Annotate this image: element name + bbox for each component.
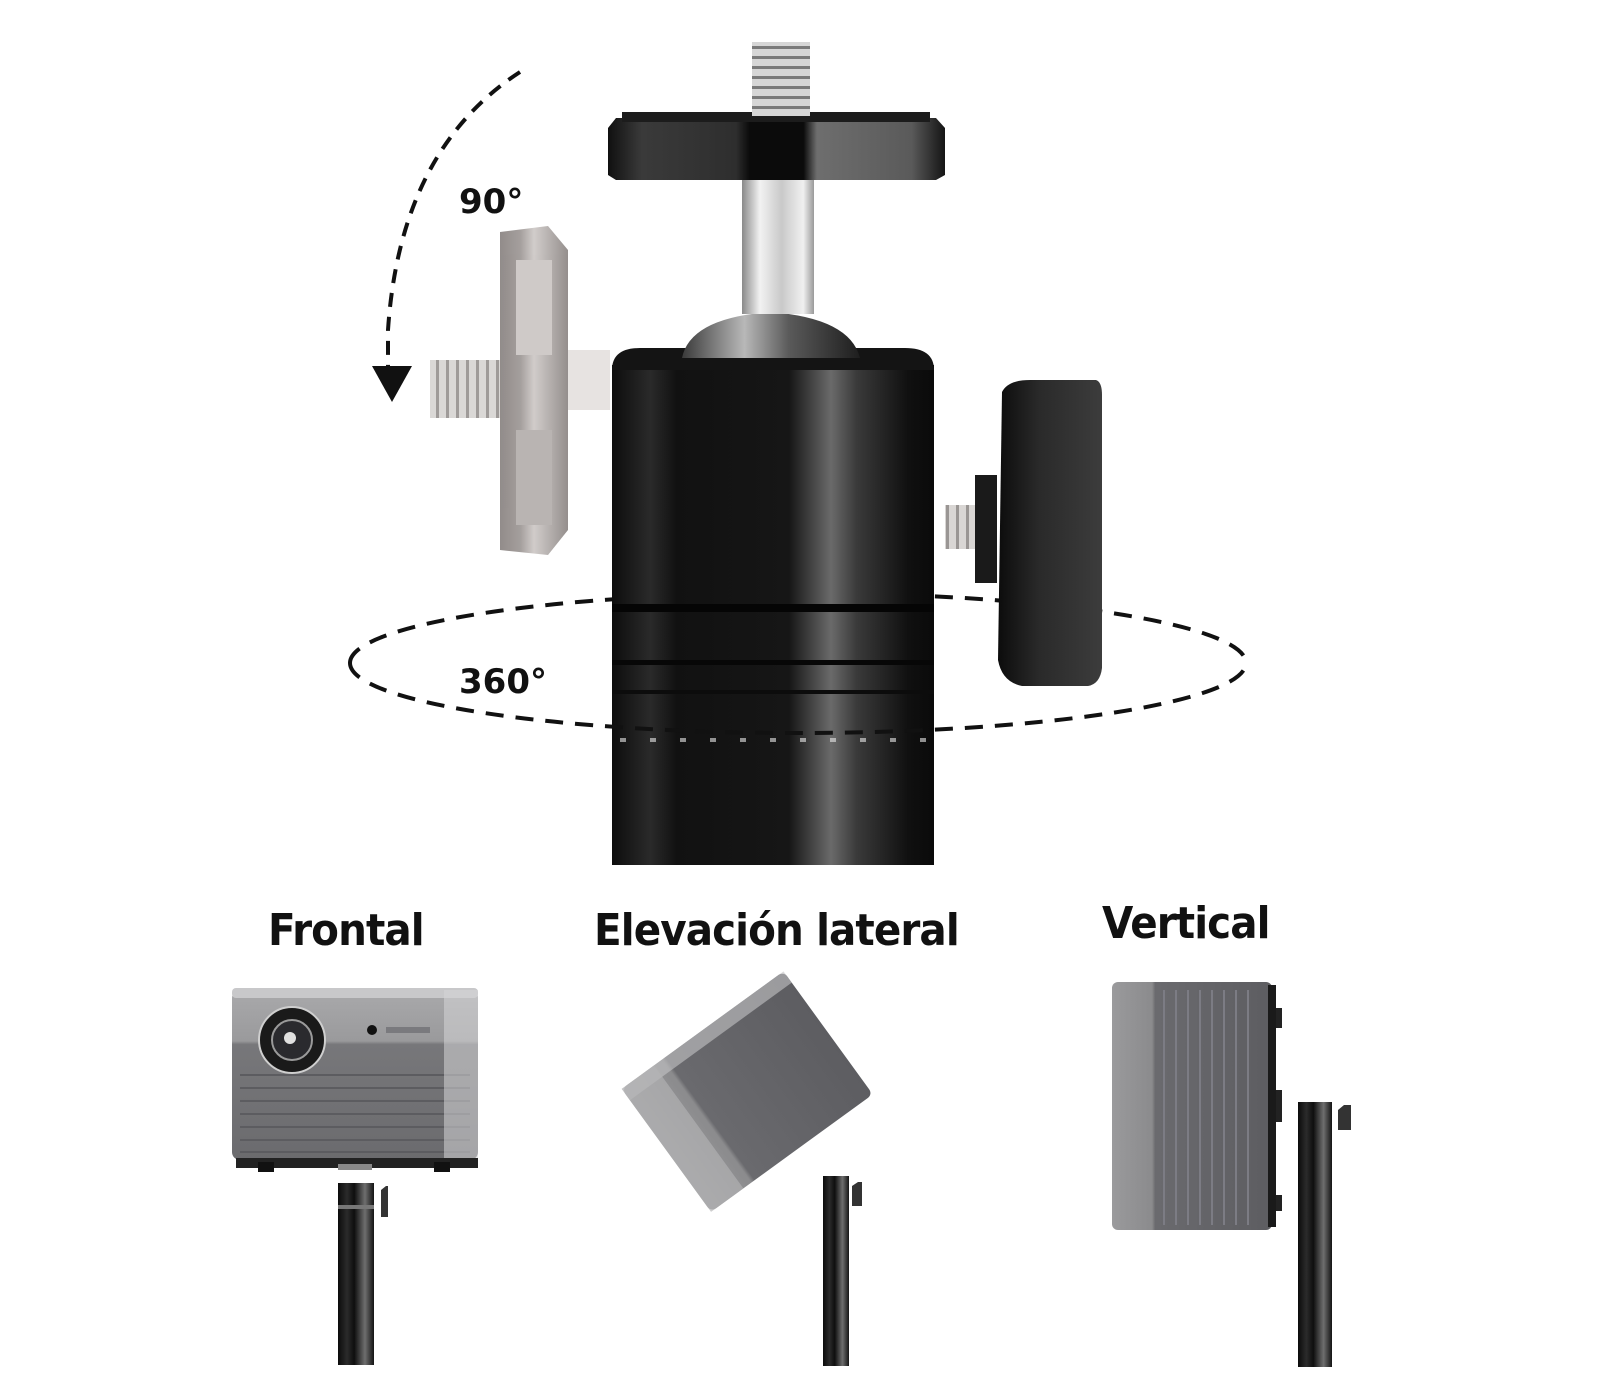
frontal-view-illustration [232, 988, 478, 1365]
side-view-illustration [621, 971, 871, 1366]
tripod-screw-thread [752, 42, 810, 116]
tilt-arrow-icon [372, 70, 522, 402]
stand-pole [338, 1183, 374, 1365]
stand-pole [823, 1176, 849, 1366]
view-title-frontal: Frontal [268, 905, 425, 956]
view-title-side-elevation: Elevación lateral [594, 905, 960, 956]
vertical-view-illustration [1112, 982, 1351, 1367]
locking-knob [945, 380, 1102, 686]
tilt-angle-label: 90° [459, 182, 524, 222]
rotation-angle-label: 360° [459, 662, 547, 702]
mount-body [612, 348, 934, 865]
rotation-ellipse-front [348, 662, 1248, 735]
metal-stem [742, 178, 814, 314]
view-title-vertical: Vertical [1102, 898, 1271, 949]
tilted-head-ghost [430, 226, 610, 555]
stand-pole [1298, 1102, 1332, 1367]
top-mount-plate [608, 118, 945, 180]
ball-joint [682, 312, 860, 358]
